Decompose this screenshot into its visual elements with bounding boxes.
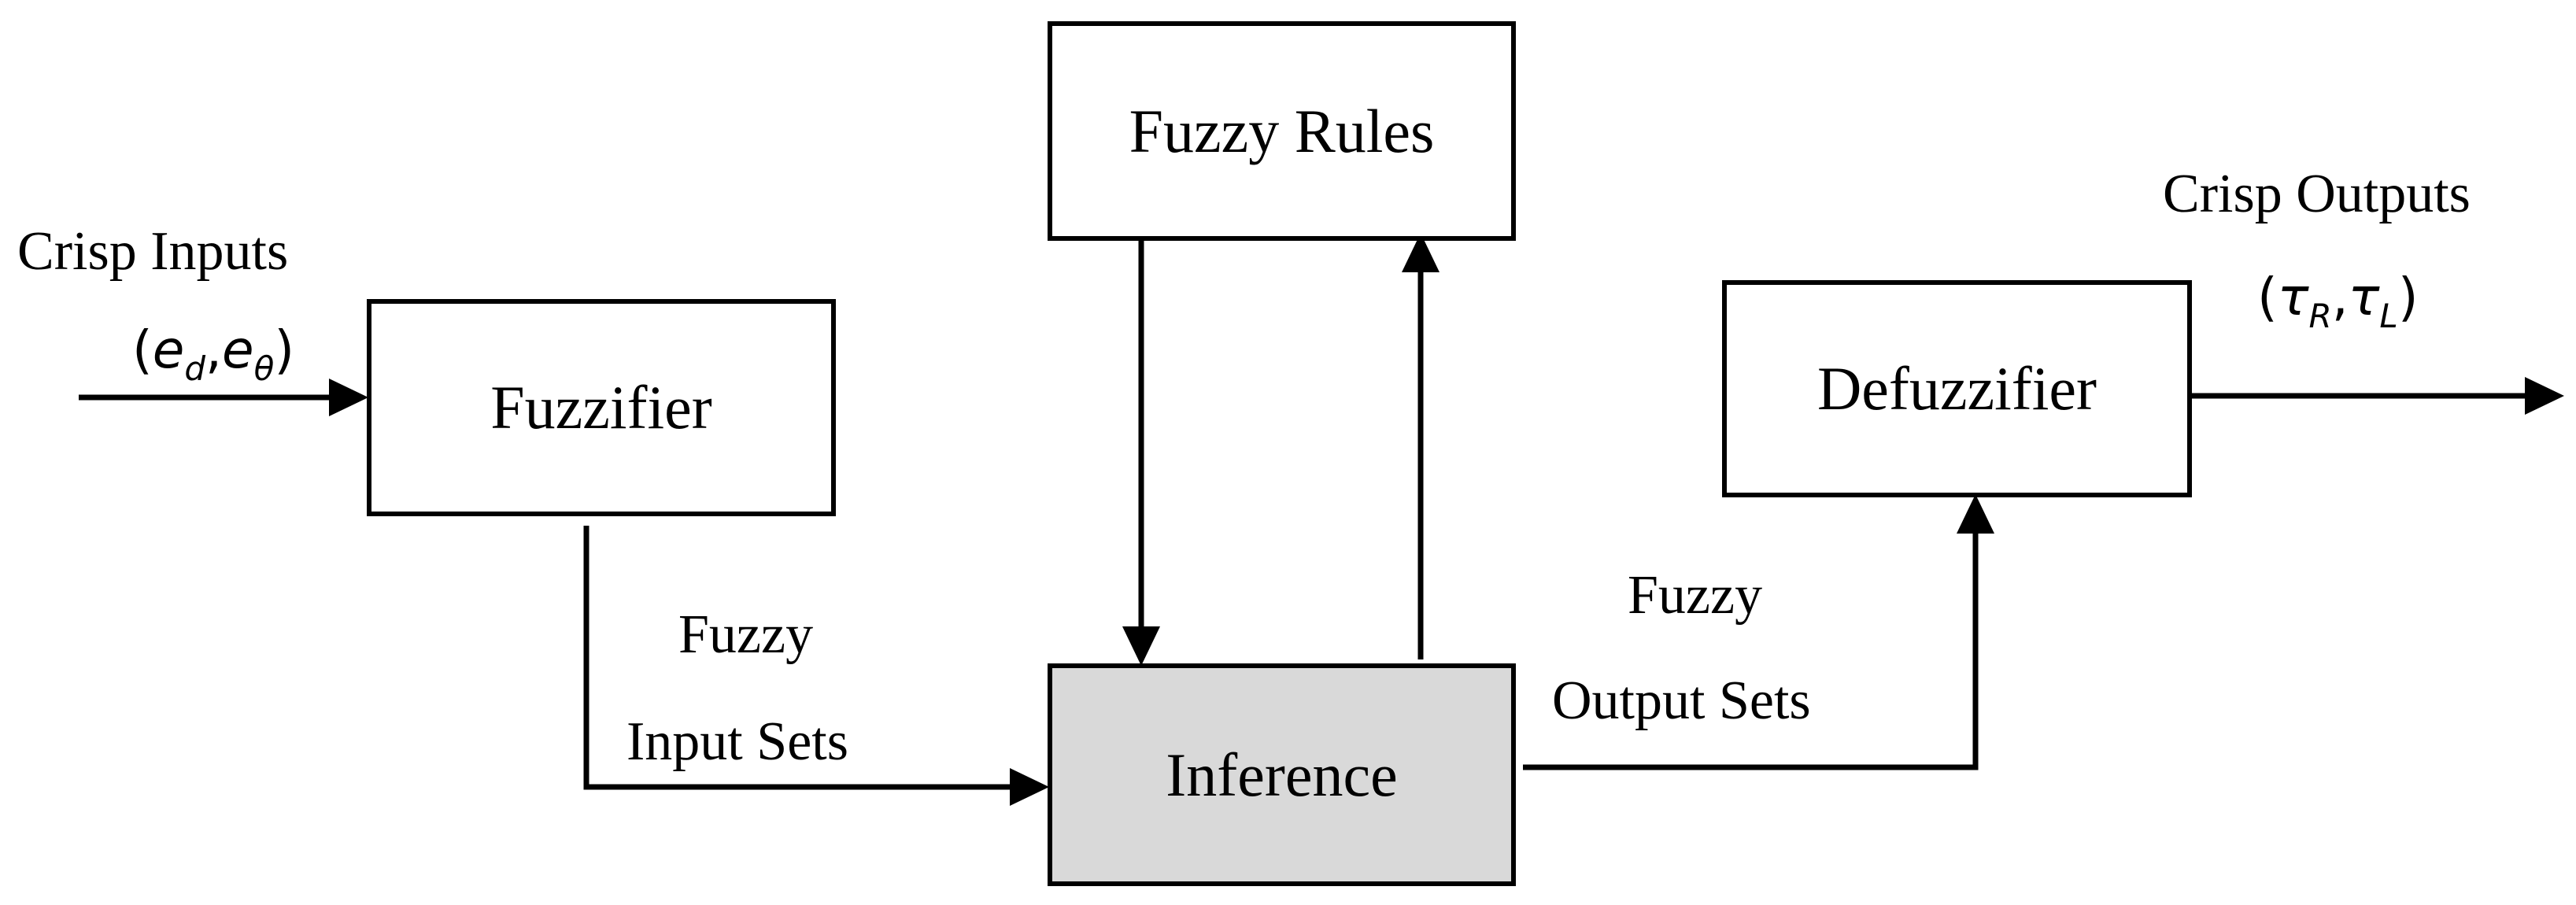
rules-to-inference-arrowhead bbox=[1122, 626, 1160, 666]
defuzzifier-label: Defuzzifier bbox=[1817, 354, 2097, 423]
fuzzifier-to-inference-line bbox=[583, 526, 1011, 790]
input-var-e-subscript: d bbox=[184, 349, 206, 388]
inputs-open-paren: ( bbox=[132, 320, 153, 380]
fuzzy-output-sets-label-line1: Fuzzy bbox=[1628, 565, 1763, 626]
outputs-separator: , bbox=[2331, 267, 2349, 327]
crisp-outputs-variables: (τR,τL) bbox=[2257, 272, 2419, 333]
crisp-inputs-variables: (ed,eθ) bbox=[132, 324, 294, 386]
input-var-e2: e bbox=[222, 320, 254, 380]
crisp-inputs-label: Crisp Inputs bbox=[17, 221, 289, 282]
crisp-outputs-label: Crisp Outputs bbox=[2163, 164, 2471, 224]
inference-to-defuzzifier-arrowhead bbox=[1957, 494, 1994, 534]
fuzzy-rules-label: Fuzzy Rules bbox=[1129, 96, 1435, 165]
inference-to-rules-arrowhead bbox=[1402, 233, 1440, 272]
fuzzy-input-sets-label-line2: Input Sets bbox=[626, 711, 848, 772]
output-var-tau2-subscript: L bbox=[2379, 297, 2398, 335]
input-var-e2-subscript: θ bbox=[253, 349, 275, 388]
outputs-close-paren: ) bbox=[2397, 267, 2419, 327]
output-var-tau: τ bbox=[2277, 267, 2309, 327]
input-arrowhead bbox=[329, 379, 368, 416]
output-arrowhead bbox=[2525, 377, 2564, 415]
fuzzy-rules-block: Fuzzy Rules bbox=[1048, 21, 1516, 241]
output-var-tau-subscript: R bbox=[2308, 297, 2332, 335]
fuzzifier-block: Fuzzifier bbox=[367, 299, 836, 516]
outputs-open-paren: ( bbox=[2257, 267, 2278, 327]
inference-label: Inference bbox=[1166, 740, 1398, 809]
fuzzy-input-sets-label-line1: Fuzzy bbox=[678, 604, 814, 665]
fuzzifier-label: Fuzzifier bbox=[490, 373, 712, 441]
defuzzifier-block: Defuzzifier bbox=[1722, 280, 2192, 497]
inference-to-defuzzifier-line bbox=[1523, 526, 1979, 770]
input-var-e: e bbox=[152, 320, 185, 380]
fuzzy-output-sets-label-line2: Output Sets bbox=[1552, 670, 1811, 731]
inference-block: Inference bbox=[1048, 663, 1516, 886]
inputs-separator: , bbox=[205, 320, 223, 380]
fuzzifier-to-inference-arrowhead bbox=[1010, 768, 1049, 806]
output-var-tau2: τ bbox=[2348, 267, 2380, 327]
inputs-close-paren: ) bbox=[274, 320, 295, 380]
